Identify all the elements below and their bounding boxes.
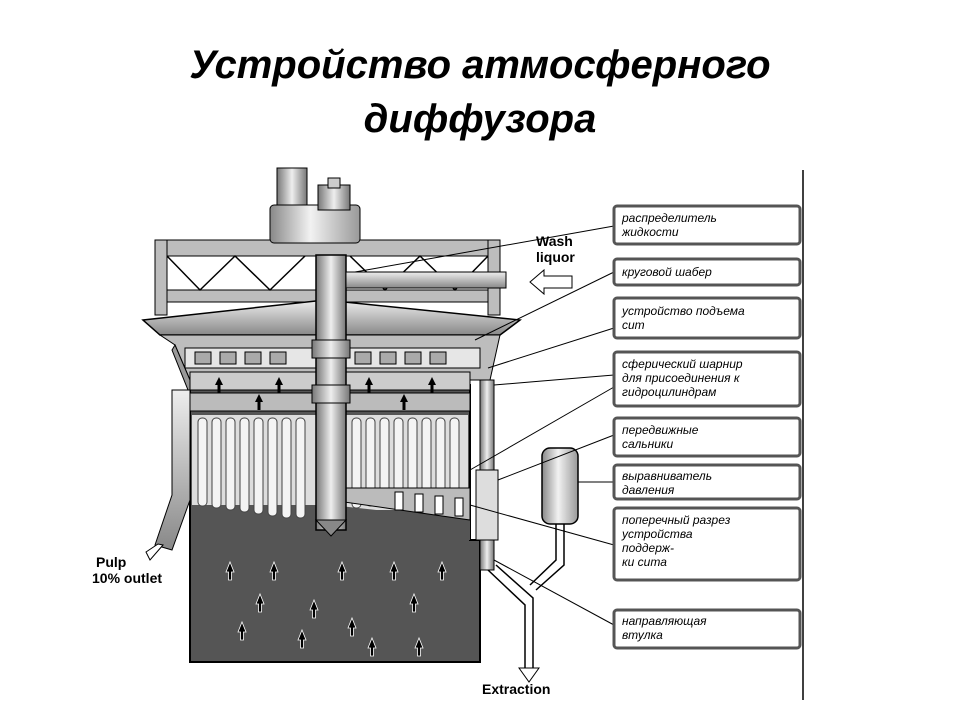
- callout-7-line-1: поперечный разрез: [622, 513, 731, 527]
- callout-1-line-1: распределитель: [621, 211, 717, 225]
- callout-box-1: распределитель жидкости: [612, 204, 802, 246]
- callout-4-line-1: сферический шарнир: [622, 357, 743, 371]
- page-title: Устройство атмосферного диффузора: [0, 38, 960, 146]
- callout-4-line-2: для присоединения к: [622, 371, 741, 385]
- pressure-equalizer-tank: [541, 447, 579, 525]
- flow-arrows-lower: [225, 560, 447, 657]
- callout-leader-lines: [354, 225, 615, 626]
- flow-arrows-upper: [215, 377, 436, 410]
- screen-support-section: [329, 487, 471, 521]
- callout-5-line-2: сальники: [622, 437, 674, 451]
- callout-8-line-2: втулка: [622, 628, 663, 642]
- wash-liquor-arrow-icon: [529, 268, 573, 296]
- drive-motor: [269, 167, 361, 244]
- pulp-arrow-icon: [145, 543, 164, 561]
- callout-box-8: направляющая втулка: [612, 608, 802, 650]
- callout-1-line-2: жидкости: [621, 225, 679, 239]
- central-shaft: [311, 254, 351, 537]
- callout-7-line-4: ки сита: [622, 555, 667, 569]
- callout-6-line-2: давления: [622, 483, 675, 497]
- extraction-label: Extraction: [482, 681, 550, 697]
- pulp-outlet-pipe: [154, 389, 191, 551]
- pulp-outlet-label-line-1: Pulp: [96, 554, 126, 570]
- callout-5-line-1: передвижные: [622, 423, 699, 437]
- callout-box-7: поперечный разрез устройства поддерж- ки…: [612, 506, 802, 582]
- callout-3-line-2: сит: [622, 318, 645, 332]
- callout-2-line-1: круговой шабер: [622, 265, 712, 279]
- callout-6-line-1: выравниватель: [622, 469, 712, 483]
- callout-8-line-1: направляющая: [622, 614, 707, 628]
- callout-box-5: передвижные сальники: [612, 416, 802, 458]
- callout-box-3: устройство подъема сит: [612, 296, 802, 340]
- pulp-outlet-label-line-2: 10% outlet: [92, 570, 162, 586]
- extraction-arrow-icon: [518, 667, 540, 683]
- screen-tubes: [197, 417, 460, 519]
- title-line-1: Устройство атмосферного: [189, 43, 771, 87]
- callout-box-2: круговой шабер: [612, 257, 802, 287]
- hydraulic-cylinder: [475, 379, 499, 571]
- wash-liquor-label-line-1: Wash: [536, 233, 573, 249]
- extraction-pipe: [487, 524, 565, 668]
- pulp-outlet-label: Pulp 10% outlet: [92, 554, 162, 586]
- wash-liquor-pipe: [345, 271, 507, 289]
- callout-box-6: выравниватель давления: [612, 463, 802, 501]
- callout-7-line-3: поддерж-: [622, 541, 674, 555]
- wash-liquor-label: Wash liquor: [536, 233, 575, 265]
- callout-3-line-1: устройство подъема: [621, 304, 745, 318]
- wash-liquor-label-line-2: liquor: [536, 249, 575, 265]
- callout-7-line-2: устройства: [621, 527, 693, 541]
- callout-box-4: сферический шарнир для присоединения к г…: [612, 350, 802, 408]
- callout-4-line-3: гидроцилиндрам: [622, 385, 716, 399]
- title-line-2: диффузора: [363, 97, 597, 141]
